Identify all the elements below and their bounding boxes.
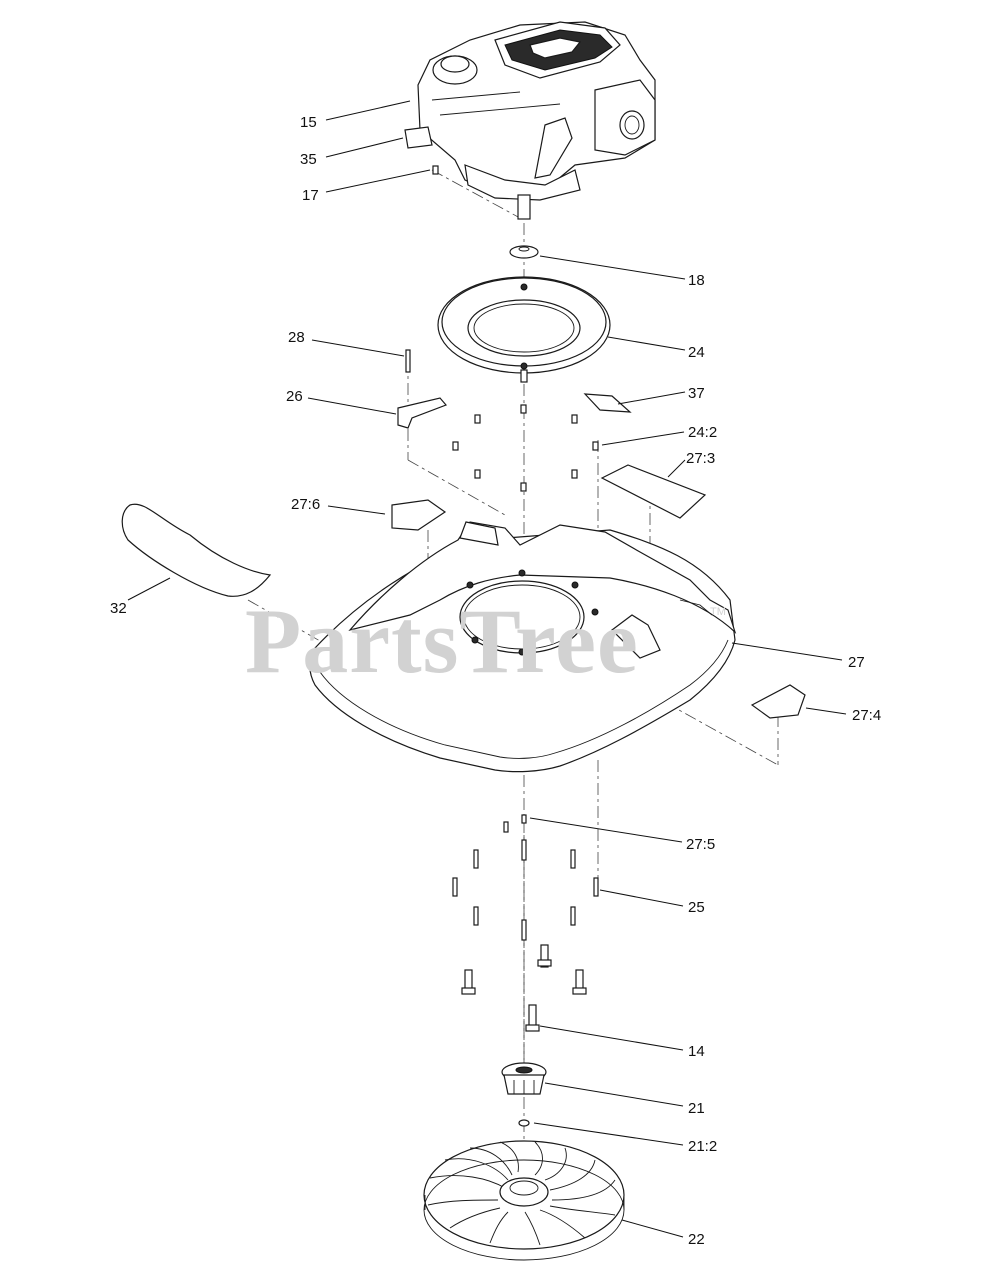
callout-22: 22 <box>688 1231 705 1248</box>
watermark-trademark: TM <box>710 606 726 618</box>
small-washer <box>518 1119 530 1127</box>
engine-decal <box>404 126 433 149</box>
callout-17: 17 <box>302 187 319 204</box>
callout-14: 14 <box>688 1043 705 1060</box>
callout-27-3: 27:3 <box>686 450 715 467</box>
fan-hub <box>501 1062 547 1095</box>
callout-32: 32 <box>110 600 127 617</box>
deck-decal-right <box>600 464 707 519</box>
callout-37: 37 <box>688 385 705 402</box>
deck-decal-left <box>391 499 447 531</box>
callout-27: 27 <box>848 654 865 671</box>
engine-assembly <box>417 21 656 220</box>
pin <box>405 349 411 373</box>
callout-27-5: 27:5 <box>686 836 715 853</box>
callout-18: 18 <box>688 272 705 289</box>
parts-tree-watermark: PartsTree TM <box>245 590 726 692</box>
spacers-upper <box>452 404 599 492</box>
callout-27-6: 27:6 <box>291 496 320 513</box>
engine-pin <box>432 165 439 175</box>
small-decal <box>583 393 632 413</box>
deck-screws <box>452 814 599 941</box>
side-decal <box>121 503 272 597</box>
watermark-text: PartsTree <box>245 590 639 692</box>
callout-26: 26 <box>286 388 303 405</box>
callout-25: 25 <box>688 899 705 916</box>
callout-24-2: 24:2 <box>688 424 717 441</box>
callout-24: 24 <box>688 344 705 361</box>
callout-labels: 15 35 17 18 28 24 26 37 24:2 27:3 27:6 3… <box>110 114 881 1248</box>
blade-bolts <box>461 944 587 1032</box>
callout-35: 35 <box>300 151 317 168</box>
washer-cup <box>509 245 539 259</box>
cable-bracket <box>397 397 448 429</box>
mower-deck <box>309 521 737 773</box>
cooling-fan <box>423 1140 625 1261</box>
leader-lines <box>127 100 847 1238</box>
callout-27-4: 27:4 <box>852 707 881 724</box>
callout-21: 21 <box>688 1100 705 1117</box>
deck-decal-front <box>750 684 806 719</box>
callout-28: 28 <box>288 329 305 346</box>
callout-21-2: 21:2 <box>688 1138 717 1155</box>
callout-15: 15 <box>300 114 317 131</box>
mounting-ring <box>437 276 611 383</box>
